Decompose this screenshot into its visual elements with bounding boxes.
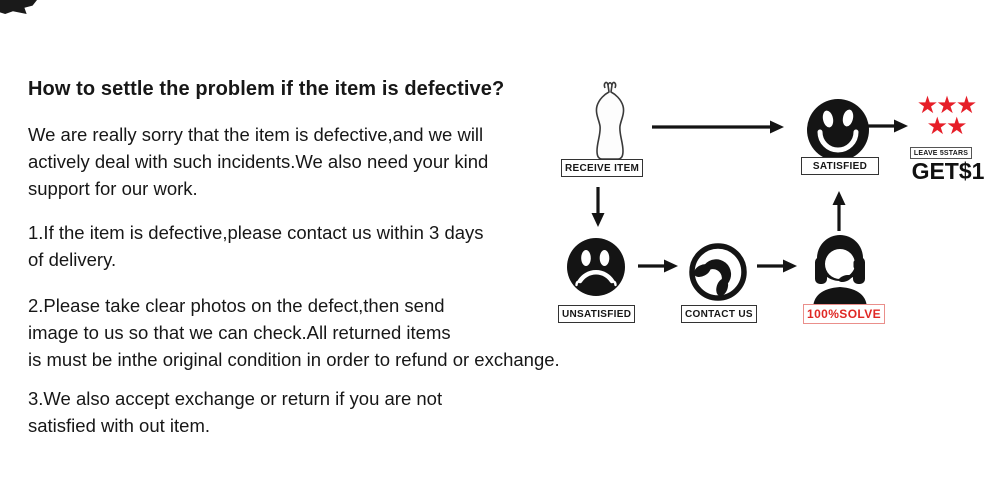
text-line: image to us so that we can check.All ret… [28,322,451,343]
text-line: satisfied with out item. [28,415,210,436]
five-stars-icon: ★★★ ★★ [906,92,986,140]
unsatisfied-label: UNSATISFIED [558,305,636,323]
satisfied-label: SATISFIED [801,157,879,175]
arrow-down-icon [591,187,605,227]
get-dollar-text: GET$1 [911,158,985,184]
sad-face-icon [567,238,625,296]
text-line: 2.Please take clear photos on the defect… [28,295,445,316]
text-line: of delivery. [28,249,117,270]
text-line: actively deal with such incidents.We als… [28,151,489,172]
arrow-up-icon [832,191,846,231]
arrow-right-icon [638,259,678,273]
paragraph-rule-1: 1.If the item is defective,please contac… [28,219,484,273]
paragraph-rule-2: 2.Please take clear photos on the defect… [28,292,560,373]
customer-service-icon [813,235,867,309]
text-line: support for our work. [28,178,198,199]
arrow-right-icon [868,119,908,133]
dress-icon [595,81,625,160]
smiley-face-icon [807,99,869,161]
arrow-right-long-icon [652,120,784,134]
text-line: 1.If the item is defective,please contac… [28,222,484,243]
leave-5stars-label: LEAVE 5STARS [910,147,972,159]
solve-label: 100%SOLVE [803,304,886,324]
torn-corner-mark [0,0,37,14]
arrow-right-icon [757,259,797,273]
contact-us-label: CONTACT US [681,305,757,323]
paragraph-apology: We are really sorry that the item is def… [28,121,488,202]
page-title: How to settle the problem if the item is… [28,78,505,100]
stars-row: ★★★ [916,92,978,119]
text-line: is must be inthe original condition in o… [28,349,560,370]
paragraph-rule-3: 3.We also accept exchange or return if y… [28,385,442,439]
phone-icon [689,243,747,301]
text-line: We are really sorry that the item is def… [28,124,484,145]
stars-row: ★★ [926,113,967,140]
text-line: 3.We also accept exchange or return if y… [28,388,443,409]
receive-item-label: RECEIVE ITEM [561,159,644,177]
